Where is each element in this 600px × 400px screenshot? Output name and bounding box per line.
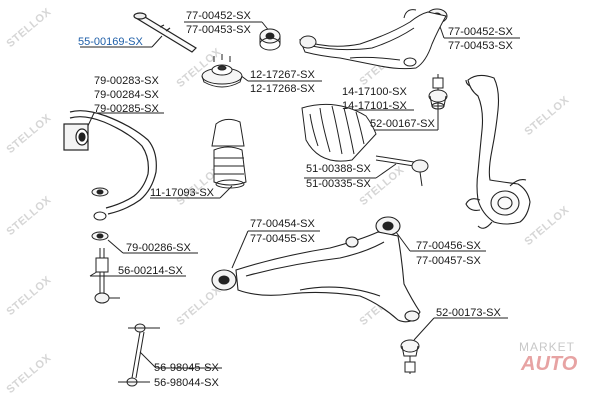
part-label-79-00286[interactable]: 79-00286-SX <box>126 242 191 254</box>
part-label-77-00454[interactable]: 77-00454-SX <box>250 218 315 230</box>
part-label-77-00453-top[interactable]: 77-00453-SX <box>186 24 251 36</box>
part-label-77-00452-top[interactable]: 77-00452-SX <box>186 10 251 22</box>
part-label-11-17093[interactable]: 11-17093-SX <box>150 187 215 199</box>
part-label-14-17100[interactable]: 14-17100-SX <box>342 86 407 98</box>
part-label-56-98044[interactable]: 56-98044-SX <box>154 377 219 389</box>
part-label-14-17101[interactable]: 14-17101-SX <box>342 100 407 112</box>
logo-line-2: AUTO <box>521 353 578 375</box>
part-label-52-00167[interactable]: 52-00167-SX <box>370 118 435 130</box>
part-label-77-00455[interactable]: 77-00455-SX <box>250 233 315 245</box>
part-label-56-00214[interactable]: 56-00214-SX <box>118 265 183 277</box>
part-label-77-00453-right[interactable]: 77-00453-SX <box>448 40 513 52</box>
part-label-55-00169[interactable]: 55-00169-SX <box>78 36 143 48</box>
part-label-51-00335[interactable]: 51-00335-SX <box>306 178 371 190</box>
part-label-52-00173[interactable]: 52-00173-SX <box>436 307 501 319</box>
part-label-12-17268[interactable]: 12-17268-SX <box>250 83 315 95</box>
part-label-79-00285[interactable]: 79-00285-SX <box>94 103 159 115</box>
part-label-77-00452-right[interactable]: 77-00452-SX <box>448 26 513 38</box>
logo-line-1: MARKET <box>519 340 576 354</box>
market-auto-logo: MARKET AUTO <box>513 340 589 382</box>
part-label-12-17267[interactable]: 12-17267-SX <box>250 69 315 81</box>
part-label-79-00283[interactable]: 79-00283-SX <box>94 75 159 87</box>
part-label-77-00457[interactable]: 77-00457-SX <box>416 255 481 267</box>
part-label-79-00284[interactable]: 79-00284-SX <box>94 89 159 101</box>
part-label-51-00388[interactable]: 51-00388-SX <box>306 163 371 175</box>
part-label-56-98045[interactable]: 56-98045-SX <box>154 362 219 374</box>
part-label-77-00456[interactable]: 77-00456-SX <box>416 240 481 252</box>
